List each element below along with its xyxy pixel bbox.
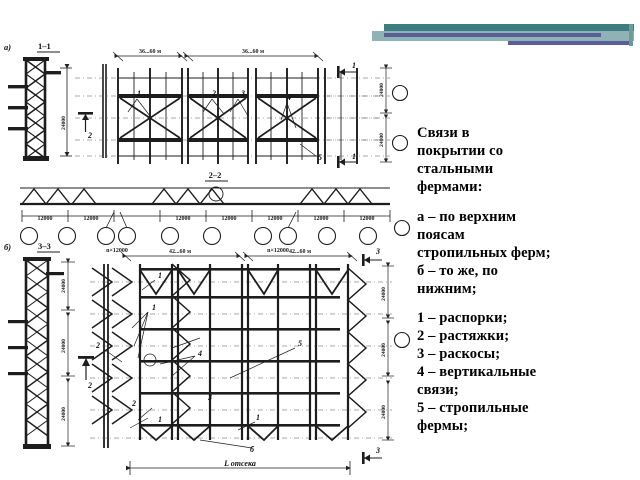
mark-2-a-plan: 2 [211, 89, 216, 98]
mark-2-b: 2 [87, 381, 92, 390]
scheme-line-2: стропильных ферм; [417, 244, 551, 261]
legend-line-1: 2 – растяжки; [417, 328, 510, 345]
caption-text-panel: Связи в покрытии со стальными фермами: а… [417, 125, 635, 436]
dim-height-b-3: 24000 [61, 407, 67, 421]
mark-1-a-plan: 1 [137, 89, 141, 98]
decor-bar-teal-top [384, 24, 634, 31]
dim-height-b-2: 24000 [61, 339, 67, 353]
caption-title-block: Связи в покрытии со стальными фермами: [417, 125, 635, 197]
mark-2-b-low: 2 [131, 399, 136, 408]
dim-height-b-r1: 24000 [381, 287, 387, 301]
legend-line-6: фермы; [417, 418, 469, 435]
caption-scheme-block: а – по верхним поясам стропильных ферм; … [417, 209, 635, 299]
dim-height-b-r3: 24000 [381, 405, 387, 419]
section-marker-3-bottom: 3 [362, 446, 382, 464]
dim-bottom-L: L отсека [223, 459, 256, 468]
decor-bar-teal-edge [629, 24, 633, 46]
legend-line-0: 1 – распорки; [417, 310, 508, 327]
section-label-1-1: 1–1 [38, 41, 51, 51]
section-marker-3-top: 3 [362, 247, 382, 266]
spacer-2 [417, 298, 635, 310]
dim-height-a-right-2: 24000 [379, 133, 385, 147]
mark-5-b-plan: 5 [298, 339, 302, 348]
node-circle-2-2 [208, 186, 224, 202]
decor-bar-purple-lower [508, 41, 631, 45]
title-line-2: стальными [417, 160, 494, 177]
section-marker-2-left: 2 [78, 112, 93, 140]
part-b-label: б) [4, 242, 11, 252]
dim-bay: 12000 [176, 216, 191, 222]
title-line-3: фермами: [417, 178, 483, 195]
mark-3-a-plan: 3 [240, 89, 245, 98]
legend-line-5: 5 – стропильные [417, 400, 529, 417]
dim-bay: 12000 [268, 216, 283, 222]
scheme-line-3: б – то же, по [417, 262, 498, 279]
title-line-1: покрытии со [417, 142, 504, 159]
dim-height-a: 24000 [61, 116, 67, 130]
node-circle [393, 331, 411, 349]
part-a-label: а) [4, 42, 11, 52]
dim-bay-total-left: n×12000 [106, 248, 128, 254]
mark-2-b-plan: 2 [95, 341, 100, 350]
mark-4-a-plan: 4 [286, 93, 291, 102]
dim-bay: 12000 [84, 216, 99, 222]
dim-height-b-1: 24000 [61, 279, 67, 293]
mark-b-bottom: б [250, 445, 255, 454]
mark-1-b-low2: 1 [256, 413, 260, 422]
dim-span-b-1: 42...60 м [169, 249, 191, 255]
title-line-0: Связи в [417, 125, 470, 141]
legend-line-2: 3 – раскосы; [417, 346, 501, 363]
mark-1-b-b: 1 [152, 303, 156, 312]
dim-bay: 12000 [360, 216, 375, 222]
dim-span-b-2: 42...60 м [289, 249, 311, 255]
mark-1-b-low: 1 [158, 415, 162, 424]
dim-bay-total-right: n×12000 [267, 248, 289, 254]
dim-span-a-1: 36...60 м [139, 49, 161, 55]
decor-bar-purple-upper [384, 33, 601, 37]
section-marker-2-b: 2 [78, 356, 94, 390]
section-label-3-3: 3–3 [38, 241, 51, 251]
mark-3-b-plan: 3 [207, 393, 212, 402]
mark-3-top: 3 [375, 247, 380, 256]
mark-1-top: 1 [352, 61, 356, 70]
mark-4-b-plan: 4 [197, 349, 202, 358]
section-marker-1-bottom: 1 [337, 152, 358, 168]
node-circle-b [143, 353, 157, 367]
scheme-line-0: а – по верхним [417, 208, 517, 225]
technical-drawing: а) 1–1 [0, 28, 412, 480]
scheme-line-1: поясам [417, 226, 465, 243]
dim-span-a-2: 36...60 м [242, 49, 264, 55]
spacer-1 [417, 197, 635, 209]
section-label-2-2: 2–2 [209, 170, 222, 180]
dim-bay: 12000 [38, 216, 53, 222]
legend-line-3: 4 – вертикальные [417, 364, 537, 381]
column-circle-row [19, 226, 378, 246]
node-circle [391, 134, 409, 152]
mark-5-a-plan: 5 [318, 153, 322, 162]
section-marker-1-top: 1 [337, 61, 358, 78]
node-circle [393, 219, 411, 237]
caption-legend-block: 1 – распорки; 2 – растяжки; 3 – раскосы;… [417, 310, 635, 436]
scheme-line-4: нижним; [417, 280, 477, 297]
mark-2-a: 2 [87, 131, 92, 140]
mark-3-bottom: 3 [375, 446, 380, 455]
dim-height-a-right-1: 24000 [379, 83, 385, 97]
node-circle [391, 84, 409, 102]
dim-height-b-r2: 24000 [381, 343, 387, 357]
legend-line-4: связи; [417, 382, 459, 399]
dim-bay: 12000 [314, 216, 329, 222]
dim-bay: 12000 [222, 216, 237, 222]
mark-1-bottom: 1 [352, 152, 356, 161]
mark-1-b-a: 1 [158, 271, 162, 280]
